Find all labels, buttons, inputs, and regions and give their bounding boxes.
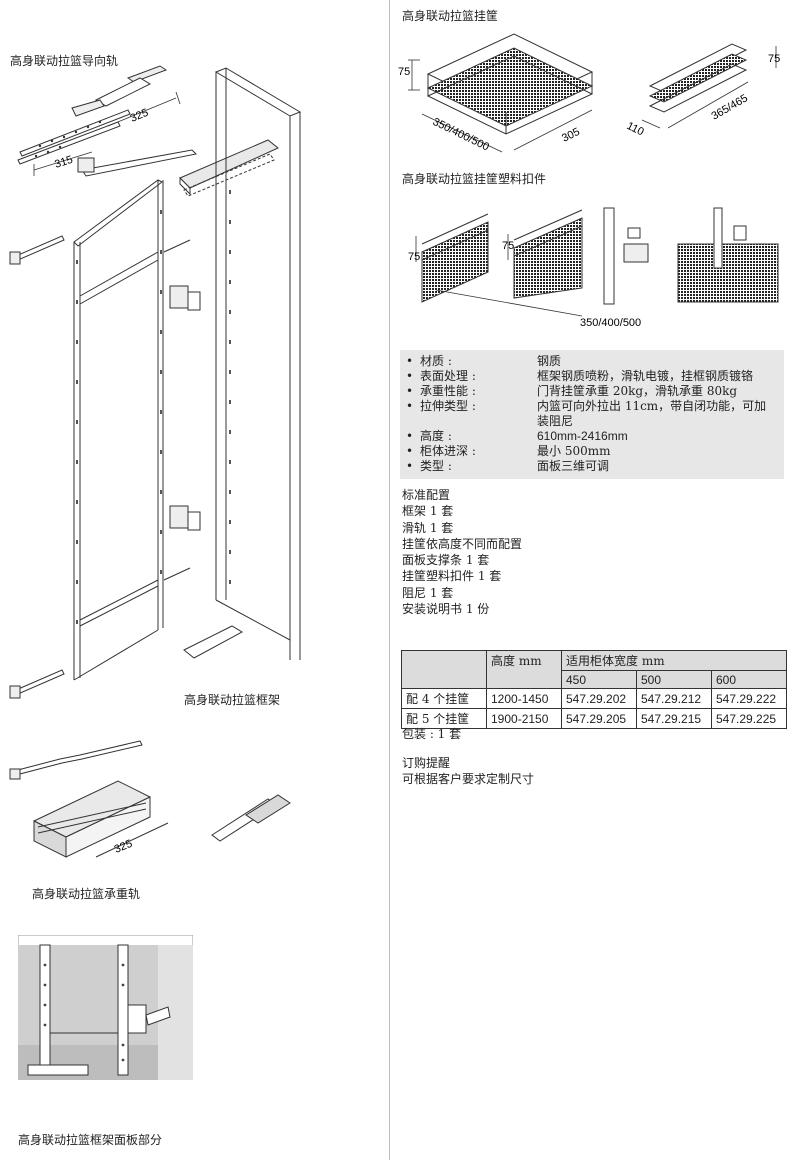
dim-clip-w: 350/400/500 — [580, 317, 641, 329]
spec-value: 框架钢质喷粉，滑轨电镀，挂框钢质镀铬 — [537, 369, 754, 383]
caption-basket: 高身联动拉篮挂筐 — [402, 9, 499, 23]
spec-row: • 材质 : 钢质 — [400, 354, 784, 369]
article-code: 547.29.205 — [561, 708, 637, 729]
order-note-title: 订购提醒 — [402, 756, 451, 770]
width-header: 适用柜体宽度 mm — [561, 650, 787, 671]
caption-guide-rail: 高身联动拉篮导向轨 — [10, 54, 119, 68]
row-label: 配 4 个挂筐 — [401, 688, 487, 709]
spec-list: • 材质 : 钢质 • 表面处理 : 框架钢质喷粉，滑轨电镀，挂框钢质镀铬 • … — [400, 350, 784, 479]
article-code: 547.29.202 — [561, 688, 637, 709]
dim-clip-h1: 75 — [408, 251, 420, 263]
spec-row: • 表面处理 : 框架钢质喷粉，滑轨电镀，挂框钢质镀铬 — [400, 369, 784, 384]
spec-value: 最小 500mm — [537, 444, 611, 458]
spec-key: 材质 : — [420, 354, 452, 368]
spec-value: 面板三维可调 — [537, 459, 610, 473]
spec-value: 610mm-2416mm — [537, 429, 628, 443]
order-note-text: 可根据客户要求定制尺寸 — [402, 772, 535, 786]
dim-basket-d: 305 — [560, 126, 582, 145]
load-rail-drawing: 325 — [9, 740, 291, 858]
basket-drawing: 75 350/400/500 305 75 110 365/465 — [398, 33, 780, 154]
width-cell: 450 — [561, 670, 637, 689]
caption-load-rail: 高身联动拉篮承重轨 — [32, 887, 141, 901]
spec-row: • 类型 : 面板三维可调 — [400, 459, 784, 474]
spec-key: 表面处理 : — [420, 369, 476, 383]
article-code: 547.29.215 — [636, 708, 712, 729]
panel-part-drawing — [18, 935, 193, 1080]
column-divider — [389, 0, 390, 1160]
table-header-row: 高度 mm 适用柜体宽度 mm — [401, 650, 787, 689]
standard-config: 标准配置 框架 1 套 滑轨 1 套 挂筐依高度不同而配置 面板支撑条 1 套 … — [402, 487, 522, 617]
standard-item: 安装说明书 1 份 — [402, 602, 490, 617]
table-row: 配 4 个挂筐 1200-1450 547.29.202 547.29.212 … — [401, 688, 787, 709]
spec-row: • 拉伸类型 : 内篮可向外拉出 11cm，带自闭功能，可加装阻尼 — [400, 399, 784, 429]
spec-row: • 承重性能 : 门背挂筐承重 20kg，滑轨承重 80kg — [400, 384, 784, 399]
order-table: 高度 mm 适用柜体宽度 mm 450 500 600 配 4 个挂筐 1200… — [401, 650, 787, 729]
spec-key: 拉伸类型 : — [420, 399, 476, 413]
standard-item: 框架 1 套 — [402, 504, 454, 519]
spec-row: • 柜体进深 : 最小 500mm — [400, 444, 784, 459]
table-row: 配 5 个挂筐 1900-2150 547.29.205 547.29.215 … — [401, 708, 787, 729]
spec-value: 钢质 — [537, 354, 562, 368]
article-code: 547.29.225 — [711, 708, 787, 729]
standard-item: 面板支撑条 1 套 — [402, 553, 490, 568]
article-code: 547.29.212 — [636, 688, 712, 709]
packaging-note: 包装 : 1 套 — [402, 727, 462, 741]
standard-title: 标准配置 — [402, 488, 451, 502]
dim-basket2-h: 75 — [768, 53, 780, 65]
spec-value: 内篮可向外拉出 11cm，带自闭功能，可加装阻尼 — [537, 399, 767, 428]
dim-basket2-w: 365/465 — [710, 92, 750, 122]
row-height: 1200-1450 — [486, 688, 562, 709]
clip-drawing: 75 75 350/400/500 — [408, 207, 779, 329]
spec-key: 类型 : — [420, 459, 452, 473]
article-code: 547.29.222 — [711, 688, 787, 709]
guide-rail-drawing: 325 315 — [17, 65, 198, 177]
width-cell: 600 — [711, 670, 787, 689]
caption-frame: 高身联动拉篮框架 — [184, 693, 281, 707]
dim-basket-w: 350/400/500 — [431, 116, 491, 154]
height-header: 高度 mm — [486, 650, 562, 689]
row-height: 1900-2150 — [486, 708, 562, 729]
spec-row: • 高度 : 610mm-2416mm — [400, 429, 784, 444]
width-cell: 500 — [636, 670, 712, 689]
dim-guide-315: 315 — [53, 154, 74, 171]
spec-key: 柜体进深 : — [420, 444, 476, 458]
standard-item: 滑轨 1 套 — [402, 520, 454, 535]
spec-value: 门背挂筐承重 20kg，滑轨承重 80kg — [537, 384, 738, 398]
table-width-row: 450 500 600 — [402, 670, 787, 689]
dim-basket-h: 75 — [398, 66, 410, 78]
standard-item: 挂筐塑料扣件 1 套 — [402, 569, 502, 584]
dim-basket2-d: 110 — [625, 120, 646, 138]
frame-drawing — [9, 67, 302, 699]
standard-item: 阻尼 1 套 — [402, 585, 454, 600]
caption-clip: 高身联动拉篮挂筐塑料扣件 — [402, 172, 547, 186]
row-label: 配 5 个挂筐 — [401, 708, 487, 729]
spec-key: 承重性能 : — [420, 384, 476, 398]
caption-panel-part: 高身联动拉篮框架面板部分 — [18, 1133, 163, 1147]
dim-clip-h2: 75 — [502, 240, 514, 252]
standard-item: 挂筐依高度不同而配置 — [402, 536, 523, 551]
spec-key: 高度 : — [420, 429, 452, 443]
